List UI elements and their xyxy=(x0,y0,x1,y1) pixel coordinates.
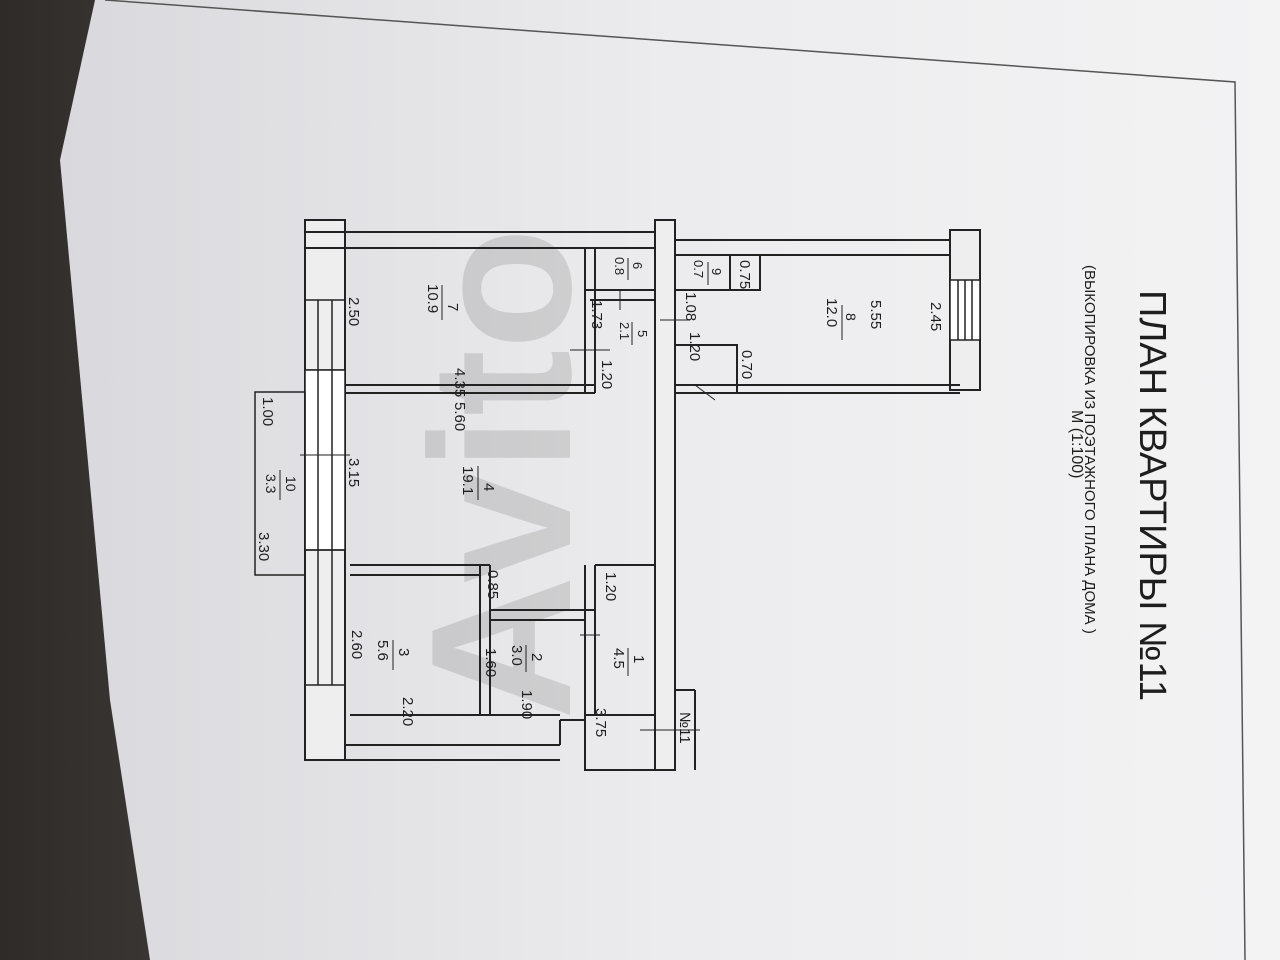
room-7-area: 10.9 xyxy=(424,284,441,313)
dim-1-00: 1.00 xyxy=(259,397,276,426)
dim-2-45: 2.45 xyxy=(927,302,944,331)
corridor-wall xyxy=(654,219,676,771)
dim-1-08: 1.08 xyxy=(682,292,699,321)
room-10-number: 10 xyxy=(283,476,299,492)
dim-1-20-b: 1.20 xyxy=(598,360,615,389)
room-7-number: 7 xyxy=(444,303,461,311)
room-9-number: 9 xyxy=(709,268,724,275)
interior-walls xyxy=(345,248,960,771)
dim-5-55: 5.55 xyxy=(867,300,884,329)
room-5-number: 5 xyxy=(635,330,650,337)
dim-2-50: 2.50 xyxy=(345,297,362,326)
balcony-outline xyxy=(254,391,306,576)
unit-number-label: №11 xyxy=(676,712,693,744)
dim-0-85: 0.85 xyxy=(484,570,501,599)
dim-2-60: 2.60 xyxy=(348,630,365,659)
dim-5-60: 5.60 xyxy=(451,402,468,431)
dim-2-20: 2.20 xyxy=(399,697,416,726)
room-10-area: 3.3 xyxy=(263,474,279,494)
dim-3-30: 3.30 xyxy=(255,532,272,561)
watermark-text: Avito xyxy=(390,227,613,720)
dim-1-73: 1.73 xyxy=(588,300,605,329)
door-ticks xyxy=(300,290,716,731)
dim-1-60: 1.60 xyxy=(482,648,499,677)
plan-scale: М (1:100) xyxy=(1068,410,1085,478)
room-9-area: 0.7 xyxy=(691,260,706,278)
room-4-number: 4 xyxy=(480,483,497,491)
room-2-number: 2 xyxy=(528,653,545,661)
room-6-number: 6 xyxy=(630,262,645,269)
plan-subtitle: (ВЫКОПИРОВКА ИЗ ПОЭТАЖНОГО ПЛАНА ДОМА ) xyxy=(1081,265,1098,634)
dim-4-35: 4.35 xyxy=(451,368,468,397)
dim-1-20-c: 1.20 xyxy=(602,572,619,601)
paper-frame xyxy=(104,0,1246,960)
dim-0-75: 0.75 xyxy=(736,260,753,289)
room-8-area: 12.0 xyxy=(823,298,840,327)
plan-title: ПЛАН КВАРТИРЫ №11 xyxy=(1131,290,1173,701)
windows-left xyxy=(304,299,346,686)
room-2-area: 3.0 xyxy=(508,645,525,666)
room-labels: 8 12.0 9 0.7 6 0.8 5 2.1 7 10.9 4 19.1 1… xyxy=(263,257,859,744)
dimension-labels: 2.45 5.55 0.75 1.08 1.20 0.70 1.73 1.20 … xyxy=(255,260,944,737)
dim-0-70: 0.70 xyxy=(738,350,755,379)
window-right xyxy=(949,279,981,341)
dim-3-15: 3.15 xyxy=(345,458,362,487)
room-3-area: 5.6 xyxy=(374,640,391,661)
room-5-area: 2.1 xyxy=(617,322,632,340)
room-1-number: 1 xyxy=(630,655,647,663)
room-1-area: 4.5 xyxy=(610,648,627,669)
dim-1-90: 1.90 xyxy=(518,690,535,719)
room-6-area: 0.8 xyxy=(612,257,627,275)
dim-1-20-a: 1.20 xyxy=(686,332,703,361)
room-8-number: 8 xyxy=(843,313,859,321)
floor-plan xyxy=(254,219,981,771)
room-4-area: 19.1 xyxy=(459,466,476,495)
dim-3-75: 3.75 xyxy=(592,708,609,737)
room-3-number: 3 xyxy=(395,648,412,656)
